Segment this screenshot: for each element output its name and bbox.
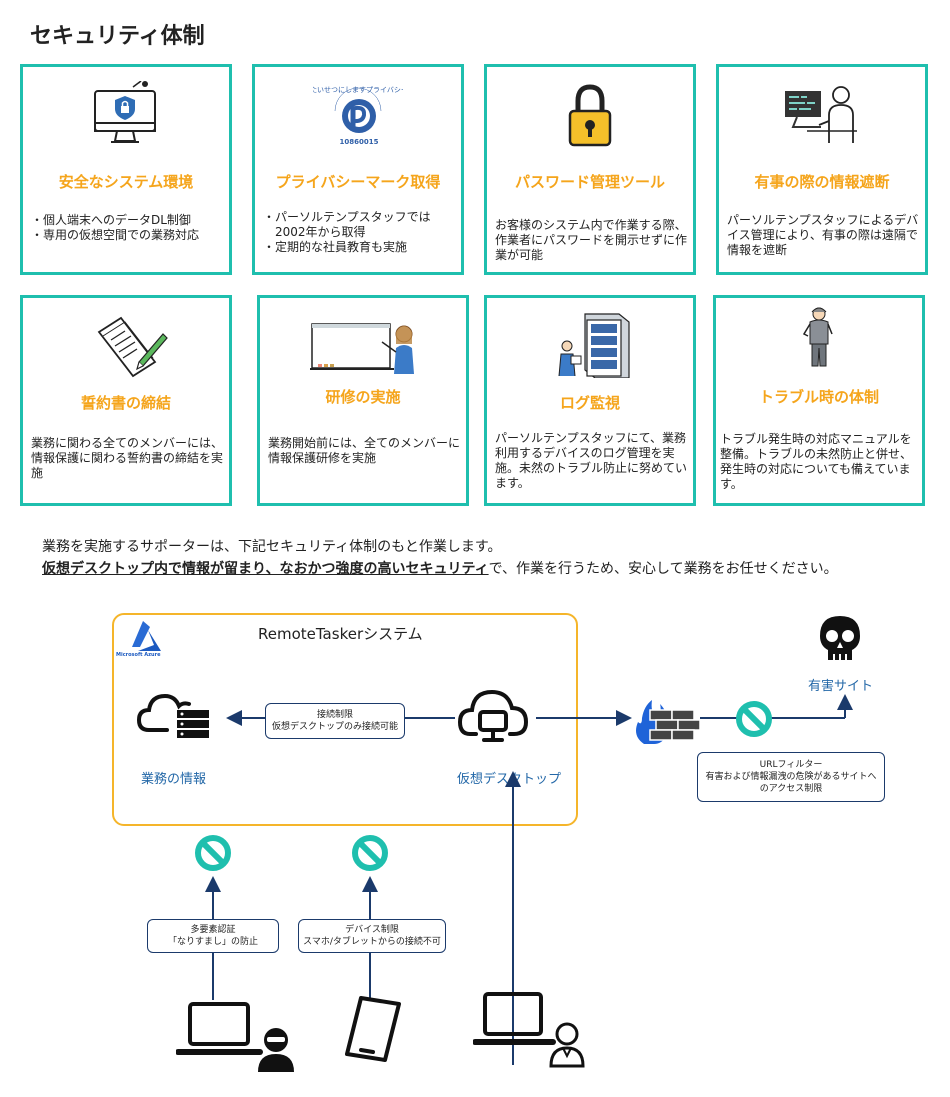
remotetasker-system-box (112, 613, 578, 826)
connection-limit-line-2: 仮想デスクトップのみ接続可能 (271, 722, 398, 732)
laptop-user-icon (472, 990, 585, 1070)
mfa-box: 多要素認証 「なりすまし」の防止 (147, 919, 279, 953)
cloud-server-icon (136, 688, 215, 742)
azure-label: Microsoft Azure (116, 652, 161, 658)
card-title: トラブル時の体制 (758, 388, 879, 406)
azure-logo-icon (126, 619, 168, 661)
card-body: パーソルテンプスタッフにて、業務利用するデバイスのログ管理を実施。未然のトラブル… (495, 431, 688, 490)
card-title: 安全なシステム環境 (58, 173, 194, 191)
harmful-site-label: 有害サイト (808, 679, 874, 694)
card-pledge: 誓約書の締結 業務に関わる全てのメンバーには、情報保護に関わる誓約書の締結を実施 (20, 295, 232, 506)
intro-line-2: 仮想デスクトップ内で情報が留まり、なおかつ強度の高いセキュリティで、作業を行うた… (42, 558, 838, 578)
server-log-icon (487, 312, 693, 378)
card-log-monitoring: ログ監視 パーソルテンプスタッフにて、業務利用するデバイスのログ管理を実施。未然… (484, 295, 696, 506)
card-title: 有事の際の情報遮断 (754, 173, 890, 191)
pledge-document-icon (23, 312, 229, 378)
device-limit-box: デバイス制限 スマホ/タブレットからの接続不可 (298, 919, 446, 953)
url-filter-line-3: のアクセス制限 (759, 784, 823, 794)
card-trouble-response: トラブル時の体制 トラブル発生時の対応マニュアルを整備。トラブルの未然防止と併せ… (713, 295, 925, 506)
card-body: 業務開始前には、全てのメンバーに情報保護研修を実施 (268, 436, 461, 465)
card-privacy-mark: たいせつにしますプライバシー 10860015 プライバシーマーク取得 ・パーソ… (252, 64, 464, 275)
business-info-label: 業務の情報 (141, 772, 207, 787)
card-body: ・パーソルテンプスタッフでは 2002年から取得 ・定期的な社員教育も実施 (263, 210, 431, 254)
privacy-mark-text: たいせつにしますプライバシー (313, 86, 403, 94)
firewall-icon (630, 696, 702, 748)
padlock-icon (487, 81, 693, 147)
card-body: トラブル発生時の対応マニュアルを整備。トラブルの未然防止と併せ、発生時の対応につ… (720, 432, 913, 491)
card-training: 研修の実施 業務開始前には、全てのメンバーに情報保護研修を実施 (257, 295, 469, 506)
card-body: お客様のシステム内で作業する際、作業者にパスワードを開示せずに作業が可能 (495, 218, 688, 262)
intro-line-2-rest: で、作業を行うため、安心して業務をお任せください。 (488, 561, 838, 577)
laptop-attacker-icon (175, 1000, 298, 1074)
remote-worker-icon (719, 81, 925, 147)
privacy-mark-icon: たいせつにしますプライバシー 10860015 (255, 81, 461, 147)
card-body: ・個人端末へのデータDL制御 ・専用の仮想空間での業務対応 (31, 213, 200, 242)
device-limit-line-2: スマホ/タブレットからの接続不可 (303, 937, 441, 947)
mfa-line-1: 多要素認証 (190, 925, 236, 935)
intro-line-1: 業務を実施するサポーターは、下記セキュリティ体制のもと作業します。 (42, 539, 502, 555)
card-title: パスワード管理ツール (514, 173, 665, 191)
page-title: セキュリティ体制 (30, 24, 205, 49)
url-filter-box: URLフィルター 有害および情報漏洩の危険があるサイトへ のアクセス制限 (697, 752, 885, 802)
card-secure-system: 安全なシステム環境 ・個人端末へのデータDL制御 ・専用の仮想空間での業務対応 (20, 64, 232, 275)
system-title: RemoteTaskerシステム (258, 625, 423, 643)
card-body: パーソルテンプスタッフによるデバイス管理により、有事の際は遠隔で情報を遮断 (727, 213, 919, 257)
prohibit-icon (351, 834, 389, 872)
intro-emphasis: 仮想デスクトップ内で情報が留まり、なおかつ強度の高いセキュリティ (42, 561, 489, 577)
connection-limit-line-1: 接続制限 (316, 710, 353, 720)
device-limit-line-1: デバイス制限 (345, 925, 399, 935)
prohibit-icon (194, 834, 232, 872)
card-title: 誓約書の締結 (80, 394, 171, 412)
url-filter-line-2: 有害および情報漏洩の危険があるサイトへ (705, 772, 877, 782)
prohibit-icon (735, 700, 773, 738)
cloud-desktop-icon (457, 684, 529, 748)
smartphone-icon (343, 994, 403, 1064)
card-title: 研修の実施 (325, 388, 401, 406)
card-title: プライバシーマーク取得 (275, 173, 441, 191)
url-filter-line-1: URLフィルター (759, 760, 823, 770)
card-password-tool: パスワード管理ツール お客様のシステム内で作業する際、作業者にパスワードを開示せ… (484, 64, 696, 275)
card-title: ログ監視 (559, 394, 620, 412)
monitor-shield-icon (23, 81, 229, 147)
card-body: 業務に関わる全てのメンバーには、情報保護に関わる誓約書の締結を実施 (31, 436, 224, 480)
privacy-mark-number: 10860015 (340, 138, 379, 146)
support-staff-icon (716, 304, 922, 370)
card-emergency-block: 有事の際の情報遮断 パーソルテンプスタッフによるデバイス管理により、有事の際は遠… (716, 64, 928, 275)
skull-icon (816, 614, 864, 664)
trainer-whiteboard-icon (260, 312, 466, 378)
mfa-line-2: 「なりすまし」の防止 (167, 937, 258, 947)
connection-limit-box: 接続制限 仮想デスクトップのみ接続可能 (265, 703, 405, 739)
